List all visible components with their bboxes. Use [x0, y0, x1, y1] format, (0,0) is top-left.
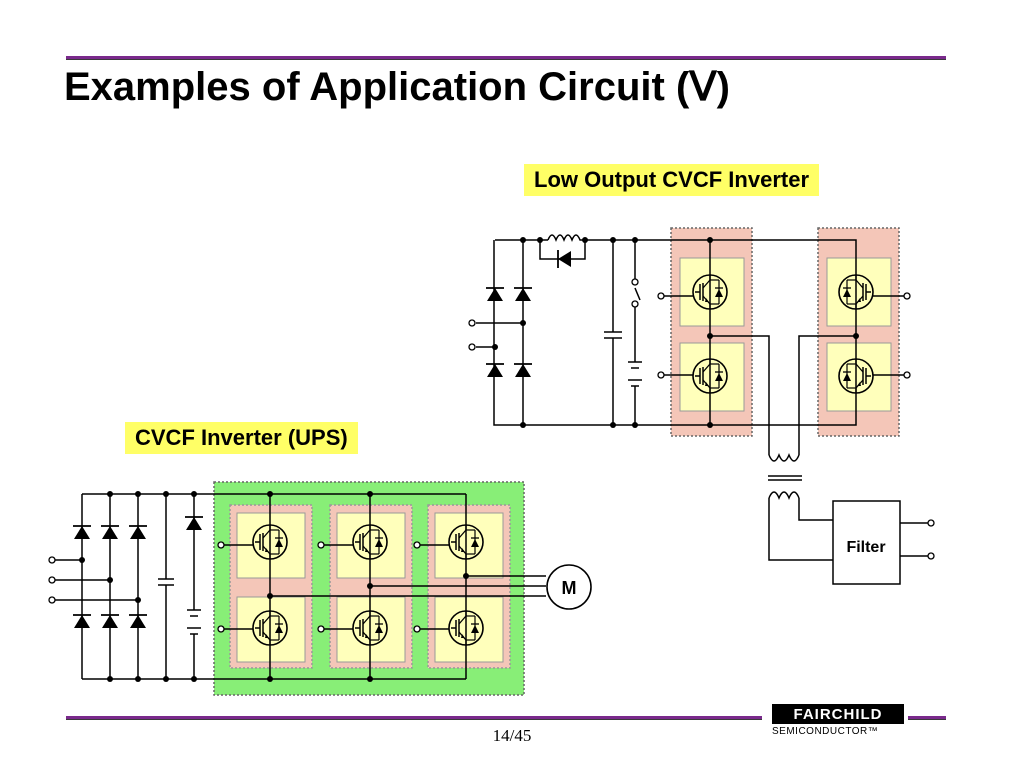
caption-low-output-cvcf-inverter: Low Output CVCF Inverter: [524, 164, 819, 196]
terminals-ups: [48, 541, 421, 633]
filter-block: [832, 500, 901, 585]
junctions-low: [492, 237, 859, 428]
terminals-low: [468, 278, 935, 560]
ups-inverter-circuit: [55, 481, 546, 696]
bottom-rule-left: [66, 716, 762, 720]
bottom-rule-right: [908, 716, 946, 720]
fairchild-logo: FAIRCHILD SEMICONDUCTOR™: [772, 704, 904, 737]
logo-subtitle: SEMICONDUCTOR™: [772, 726, 879, 737]
motor-label: M: [562, 578, 577, 598]
rectifier-diodes-low: [485, 249, 572, 378]
logo-wordmark: FAIRCHILD: [772, 704, 904, 724]
slide-title: Examples of Application Circuit (Ⅴ): [64, 65, 730, 109]
filter-label: Filter: [846, 539, 885, 556]
junctions-ups: [79, 491, 469, 682]
caption-cvcf-inverter-ups: CVCF Inverter (UPS): [125, 422, 358, 454]
top-rule: [66, 56, 946, 60]
page-number: 14/45: [492, 726, 532, 745]
low-output-inverter-circuit: [476, 227, 928, 585]
motor-symbol: [546, 564, 592, 610]
